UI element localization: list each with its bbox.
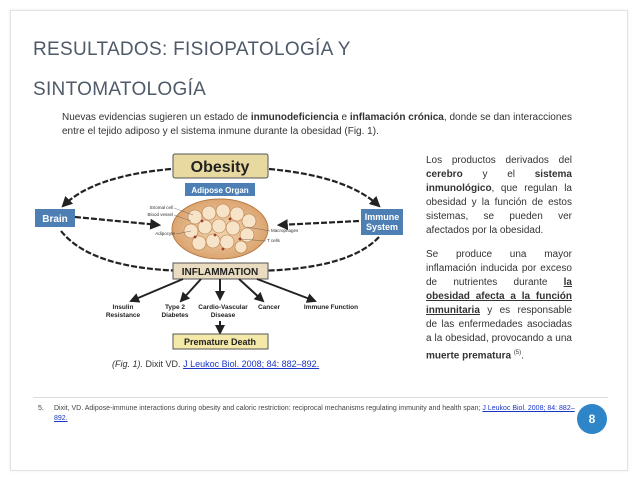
adipose-organ-box: [185, 183, 255, 196]
footer-divider: [33, 397, 608, 398]
caption-link[interactable]: J Leukoc Biol. 2008; 84: 882–892.: [183, 359, 320, 369]
side1-text-1: Los productos derivados del: [426, 155, 572, 166]
intro-text-1: Nuevas evidencias sugieren un estado de: [62, 112, 251, 123]
intro-text-2: e: [338, 112, 350, 123]
premature-death-box: [172, 333, 269, 350]
title-line-2: sintomatología: [33, 79, 207, 100]
reference-text-wrap: Dixit, VD. Adipose-immune interactions d…: [54, 404, 578, 424]
title-line-1: Resultados: fisiopatología y: [33, 39, 351, 60]
adipocyte-label: Adipocyte: [155, 231, 175, 236]
caption-label: (Fig. 1).: [112, 359, 144, 369]
slide-frame: [10, 10, 628, 471]
blood-vessel-label: Blood vessel: [147, 212, 173, 217]
obesity-label: Obesity: [191, 159, 250, 176]
stromal-cell-label: Stromal cell: [149, 205, 173, 210]
side-paragraph-2: Se produce una mayor inflamación inducid…: [426, 248, 572, 363]
adipocyte-cells: [183, 203, 257, 254]
inflammation-label: INFLAMMATION: [182, 267, 258, 278]
obesity-box: [172, 153, 269, 179]
immune-system-label-1: Immune: [365, 212, 400, 222]
side2-bold-1: la obesidad afecta a la función inmunita…: [426, 277, 572, 316]
caption-author: Dixit VD.: [145, 359, 181, 369]
type2-diabetes-label-2: Diabetes: [161, 312, 188, 319]
side1-text-2: y el: [462, 169, 535, 180]
figure-caption: (Fig. 1). Dixit VD. J Leukoc Biol. 2008;…: [112, 359, 412, 369]
immune-cell-dots: [193, 217, 242, 251]
page-number-badge: 8: [577, 404, 607, 434]
label-leader-lines: [173, 207, 271, 242]
cardiovascular-label-1: Cardio-Vascular: [198, 304, 248, 311]
side1-text-3: , que regulan la obesidad y la función d…: [426, 183, 572, 236]
immune-system-label-2: System: [366, 222, 398, 232]
intro-paragraph: Nuevas evidencias sugieren un estado de …: [62, 111, 572, 139]
side2-text-3: .: [521, 350, 524, 362]
side2-text-2: y es responsable de las enfermedades aso…: [426, 305, 572, 344]
reference-number: 5.: [38, 405, 44, 412]
side1-bold-2: sistema inmunológico: [426, 169, 572, 194]
macrophages-label: Macrophages: [271, 228, 299, 233]
side2-bold-1-underline: la obesidad afecta a la función inmunita…: [426, 277, 572, 316]
side2-citation: (5): [513, 350, 522, 356]
intro-bold-1: inmunodeficiencia: [250, 112, 339, 123]
reference-link[interactable]: J Leukoc Biol. 2008; 84: 882–892.: [54, 405, 575, 422]
intro-text-3: , donde se dan interacciones entre el te…: [62, 112, 572, 137]
brain-label: Brain: [42, 214, 68, 225]
intro-bold-2: inflamación crónica: [349, 112, 444, 123]
side-paragraph-1: Los productos derivados del cerebro y el…: [426, 154, 572, 238]
outcome-arrows: [129, 278, 317, 303]
premature-death-label: Premature Death: [184, 337, 256, 347]
side2-text-1: Se produce una mayor inflamación inducid…: [426, 249, 572, 288]
side-column: Los productos derivados del cerebro y el…: [426, 154, 572, 373]
interaction-arrows: [60, 167, 381, 277]
brain-box: [35, 209, 75, 227]
adipose-organ-label: Adipose Organ: [191, 186, 248, 195]
immune-function-label: Immune Function: [304, 304, 358, 311]
side1-bold-1: cerebro: [426, 169, 463, 180]
reference-text: Dixit, VD. Adipose-immune interactions d…: [54, 405, 483, 412]
insulin-resistance-label-2: Resistance: [106, 312, 141, 319]
t-cells-label: T cells: [267, 238, 281, 243]
side2-bold-2: muerte prematura: [426, 350, 512, 362]
slide-title: Resultados: fisiopatología y sintomatolo…: [33, 30, 593, 110]
immune-system-box: [361, 209, 403, 235]
cancer-label: Cancer: [258, 304, 281, 311]
type2-diabetes-label-1: Type 2: [165, 304, 185, 311]
insulin-resistance-label-1: Insulin: [113, 304, 134, 311]
cardiovascular-label-2: Disease: [211, 312, 236, 319]
obesity-inflammation-diagram: Obesity Adipose Organ Stromal cell Blood…: [35, 153, 403, 350]
